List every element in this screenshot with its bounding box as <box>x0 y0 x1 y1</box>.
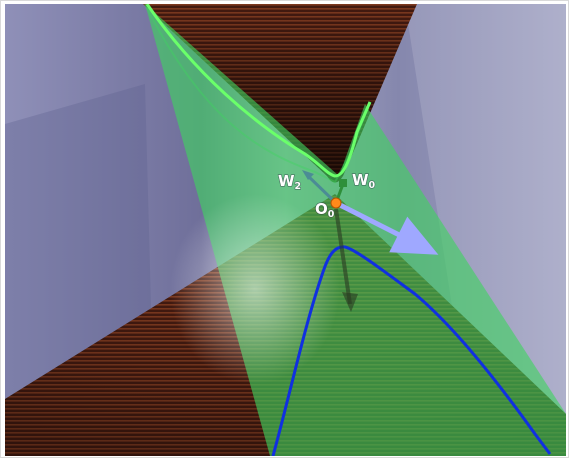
vector-w0-head <box>339 179 347 187</box>
vector-w2-head <box>302 170 314 180</box>
vector-main <box>334 200 439 255</box>
vector-w2 <box>305 173 338 205</box>
waterfall-right <box>405 4 566 454</box>
label-w0: W0 <box>352 171 376 191</box>
hyperbola-lower-branch <box>271 245 552 456</box>
origin-point[interactable] <box>330 197 342 209</box>
vector-down <box>334 208 352 305</box>
label-w2: W2 <box>278 172 301 192</box>
plane-highlight <box>170 194 340 384</box>
hyperbola-upper-branch <box>145 4 372 178</box>
label-o0: O0 <box>315 200 335 220</box>
scene-canvas[interactable]: W2 W0 O0 <box>5 4 566 456</box>
